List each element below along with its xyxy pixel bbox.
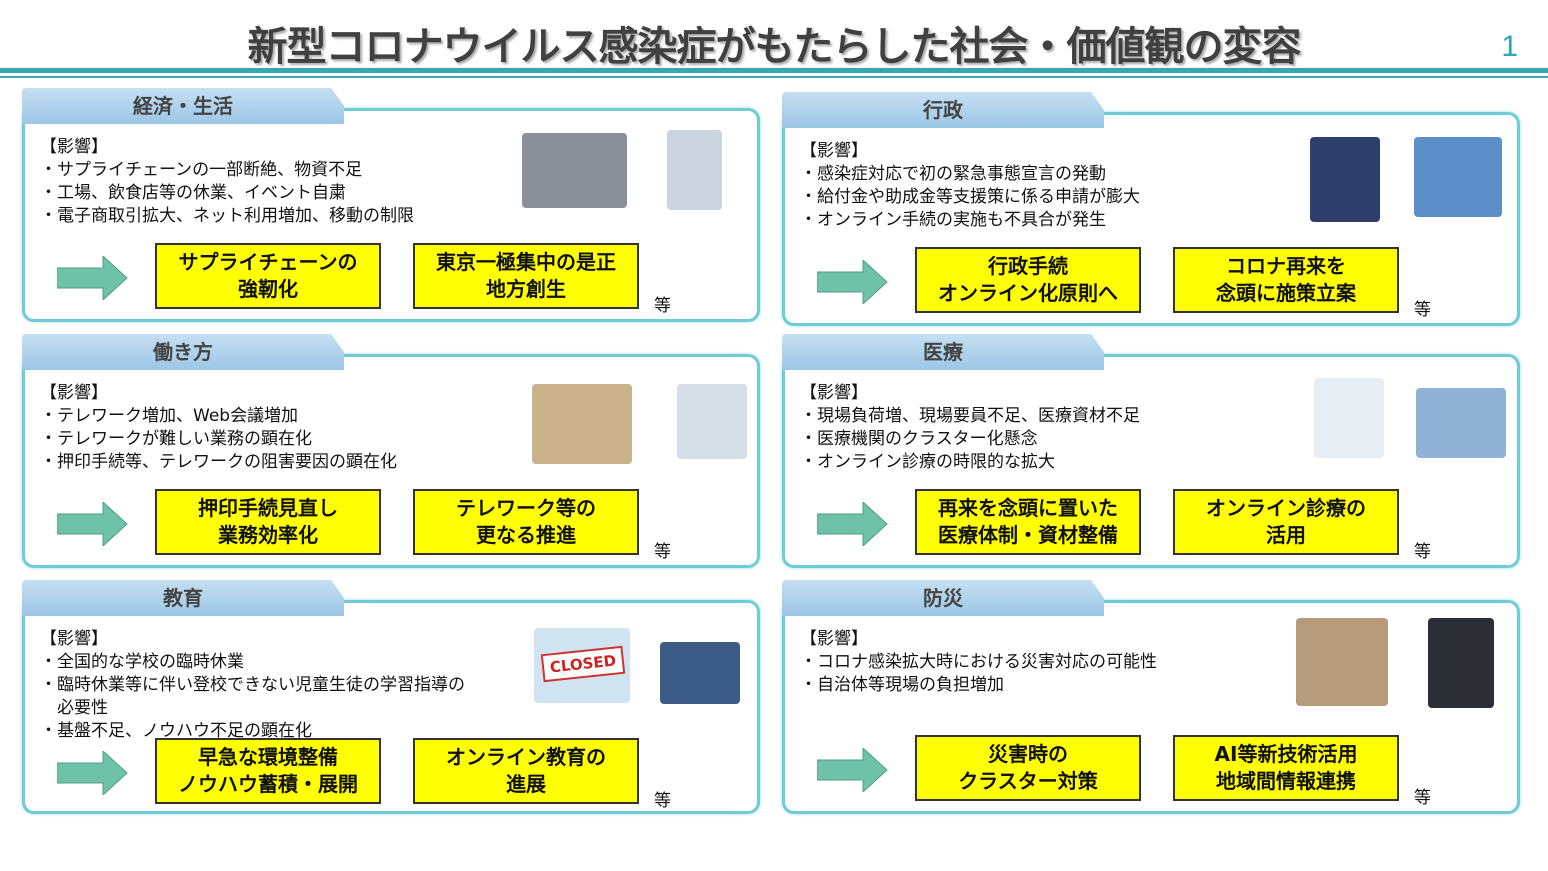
panel-work-style: 働き方【影響】・テレワーク増加、Web会議増加・テレワークが難しい業務の顕在化・… [22,334,760,568]
panel-tab: 防災 [782,580,1104,616]
impact-label: 【影響】 [800,383,868,403]
arrow-right-icon [816,258,889,306]
arrow-right-icon [56,254,129,302]
result-box: サプライチェーンの 強靭化 [155,243,381,309]
result-box: 押印手続見直し 業務効率化 [155,489,381,555]
online-consultation-illustration [1416,388,1506,458]
impact-label: 【影響】 [40,383,108,403]
web-meeting-illustration [677,384,747,459]
impact-item: 必要性 [40,698,108,718]
impact-list: 【影響】・テレワーク増加、Web会議増加・テレワークが難しい業務の顕在化・押印手… [40,382,397,474]
impact-list: 【影響】・現場負荷増、現場要員不足、医療資材不足・医療機関のクラスター化懸念・オ… [800,382,1140,474]
panel-economy-life: 経済・生活【影響】・サプライチェーンの一部断絶、物資不足・工場、飲食店等の休業、… [22,88,760,322]
impact-label: 【影響】 [800,141,868,161]
impact-item: ・給付金や助成金等支援策に係る申請が膨大 [800,187,1140,207]
panel-tab: 教育 [22,580,344,616]
impact-item: ・サプライチェーンの一部断絶、物資不足 [40,160,363,180]
impact-item: ・現場負荷増、現場要員不足、医療資材不足 [800,406,1140,426]
impact-item: ・テレワーク増加、Web会議増加 [40,406,299,426]
etc-label: 等 [654,791,671,811]
result-box: 災害時の クラスター対策 [915,735,1141,801]
closed-school-illustration: CLOSED [534,628,630,703]
impact-list: 【影響】・全国的な学校の臨時休業・臨時休業等に伴い登校できない児童生徒の学習指導… [40,628,465,743]
closed-sign: CLOSED [540,645,626,683]
page-title: 新型コロナウイルス感染症がもたらした社会・価値観の変容 [247,24,1302,70]
result-box: オンライン教育の 進展 [413,738,639,804]
panel-education: 教育【影響】・全国的な学校の臨時休業・臨時休業等に伴い登校できない児童生徒の学習… [22,580,760,814]
title-rule [0,68,1548,73]
mask-doctor-illustration [1314,378,1384,458]
pc-worker-illustration [1414,137,1502,217]
impact-item: ・医療機関のクラスター化懸念 [800,429,1038,449]
evacuation-family-illustration [1296,618,1388,706]
panel-tab: 働き方 [22,334,344,370]
impact-item: ・コロナ感染拡大時における災害対応の可能性 [800,652,1157,672]
etc-label: 等 [654,542,671,562]
etc-label: 等 [1414,788,1431,808]
arrow-right-icon [56,500,129,548]
impact-list: 【影響】・サプライチェーンの一部断絶、物資不足・工場、飲食店等の休業、イベント自… [40,136,414,228]
impact-label: 【影響】 [800,629,868,649]
impact-item: ・電子商取引拡大、ネット利用増加、移動の制限 [40,206,414,226]
panel-disaster-prevention: 防災【影響】・コロナ感染拡大時における災害対応の可能性・自治体等現場の負担増加災… [782,580,1520,814]
result-box: コロナ再来を 念頭に施策立案 [1173,247,1399,313]
panel-tab: 経済・生活 [22,88,344,124]
title-rule-thin [0,76,1548,78]
etc-label: 等 [654,296,671,316]
impact-item: ・テレワークが難しい業務の顕在化 [40,429,312,449]
impact-item: ・工場、飲食店等の休業、イベント自粛 [40,183,346,203]
result-box: 行政手続 オンライン化原則へ [915,247,1141,313]
arrow-right-icon [816,746,889,794]
etc-label: 等 [1414,300,1431,320]
result-box: テレワーク等の 更なる推進 [413,489,639,555]
panel-body [22,108,760,322]
phone-worker-illustration [1310,137,1380,222]
impact-item: ・押印手続等、テレワークの阻害要因の顕在化 [40,452,397,472]
impact-item: ・全国的な学校の臨時休業 [40,652,244,672]
impact-item: ・基盤不足、ノウハウ不足の顕在化 [40,721,312,741]
impact-item: ・臨時休業等に伴い登校できない児童生徒の学習指導の [40,675,465,695]
panel-administration: 行政【影響】・感染症対応で初の緊急事態宣言の発動・給付金や助成金等支援策に係る申… [782,92,1520,326]
impact-item: ・自治体等現場の負担増加 [800,675,1004,695]
arrow-right-icon [56,749,129,797]
result-box: 早急な環境整備 ノウハウ蓄積・展開 [155,738,381,804]
result-box: 再来を念頭に置いた 医療体制・資材整備 [915,489,1141,555]
impact-label: 【影響】 [40,137,108,157]
etc-label: 等 [1414,542,1431,562]
panel-tab: 行政 [782,92,1104,128]
impact-label: 【影響】 [40,629,108,649]
impact-item: ・感染症対応で初の緊急事態宣言の発動 [800,164,1106,184]
result-box: オンライン診療の 活用 [1173,489,1399,555]
result-box: 東京一極集中の是正 地方創生 [413,243,639,309]
impact-item: ・オンライン診療の時限的な拡大 [800,452,1055,472]
online-study-illustration [660,642,740,704]
panel-medical: 医療【影響】・現場負荷増、現場要員不足、医療資材不足・医療機関のクラスター化懸念… [782,334,1520,568]
panel-tab: 医療 [782,334,1104,370]
impact-item: ・オンライン手続の実施も不具合が発生 [800,210,1106,230]
impact-list: 【影響】・感染症対応で初の緊急事態宣言の発動・給付金や助成金等支援策に係る申請が… [800,140,1140,232]
result-box: AI等新技術活用 地域間情報連携 [1173,735,1399,801]
arrow-right-icon [816,500,889,548]
smartphone-chat-illustration [1428,618,1494,708]
warehouse-truck-illustration [522,133,627,208]
paperwork-desk-illustration [532,384,632,464]
impact-list: 【影響】・コロナ感染拡大時における災害対応の可能性・自治体等現場の負担増加 [800,628,1157,697]
page-number: 1 [1501,30,1518,63]
video-conference-illustration [667,130,722,210]
